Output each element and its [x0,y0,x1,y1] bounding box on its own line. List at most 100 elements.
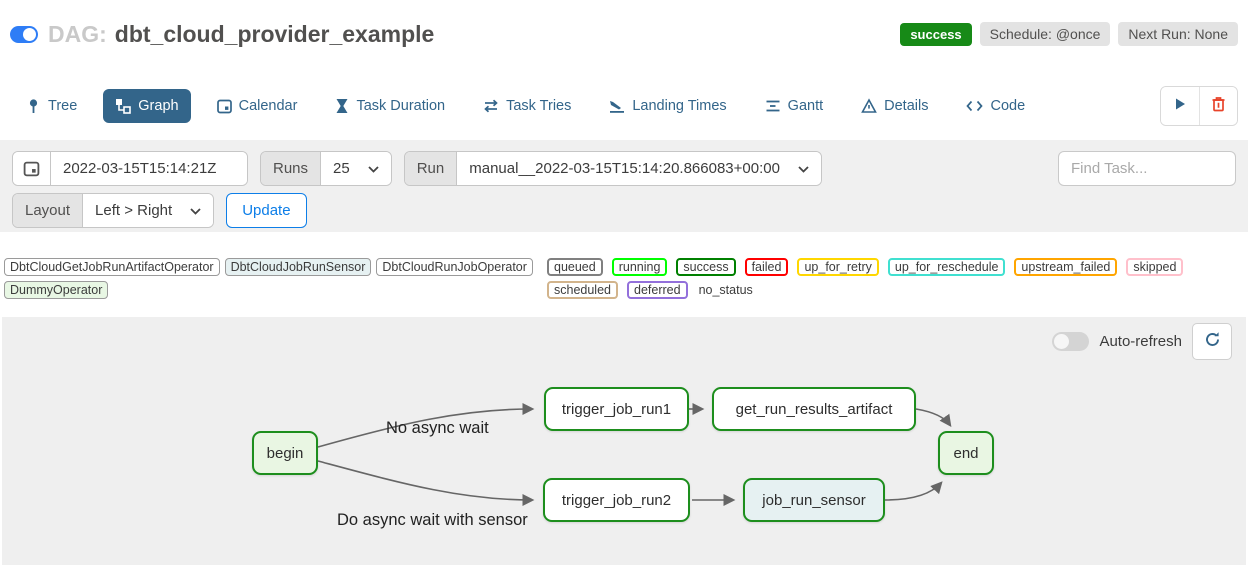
dag-header: DAG: dbt_cloud_provider_example success … [10,14,1238,54]
operator-pill: DbtCloudRunJobOperator [376,258,533,276]
tab-details[interactable]: Details [849,89,940,123]
refresh-icon [1204,331,1221,353]
edge-label-async-sensor: Do async wait with sensor [337,511,528,529]
tab-code[interactable]: Code [954,89,1037,123]
layout-select[interactable]: Left > Right [83,194,214,227]
view-tabs: Tree Graph Calendar Task Duration Task T… [14,86,1238,126]
tab-calendar[interactable]: Calendar [205,89,310,123]
legend: DbtCloudGetJobRunArtifactOperator DbtClo… [4,258,1244,299]
filter-row-1: Runs 25 Run manual__2022-03-15T15:14:20.… [12,151,1236,186]
toggle-knob [23,27,36,41]
details-icon [861,98,877,114]
chevron-down-icon [368,160,379,177]
tab-gantt[interactable]: Gantt [753,89,835,123]
gantt-icon [765,98,781,114]
run-label: Run [404,152,458,185]
runs-group: Runs 25 [260,151,392,186]
status-pill-success[interactable]: success [676,258,736,276]
tab-label: Landing Times [632,98,727,114]
edge-artifact-end [915,408,952,427]
status-pill-up-for-retry[interactable]: up_for_retry [797,258,879,276]
page-title: dbt_cloud_provider_example [114,20,435,47]
next-run-badge: Next Run: None [1118,22,1238,46]
operator-legend: DbtCloudGetJobRunArtifactOperator DbtClo… [4,258,547,299]
trash-icon [1211,96,1226,117]
operator-pill: DbtCloudJobRunSensor [224,258,372,276]
runs-count-value: 25 [333,160,350,177]
status-pill-deferred[interactable]: deferred [627,281,688,299]
dag-pause-toggle[interactable] [10,25,38,43]
find-task-input[interactable] [1058,151,1236,186]
layout-select-value: Left > Right [95,202,173,219]
plane-landing-icon [609,98,625,114]
runs-label: Runs [261,152,322,185]
execution-date-input[interactable] [51,152,247,185]
task-node-job-run-sensor[interactable]: job_run_sensor [743,478,885,522]
status-pill-up-for-reschedule[interactable]: up_for_reschedule [887,258,1006,276]
task-node-trigger-job-run2[interactable]: trigger_job_run2 [543,478,690,522]
tab-task-duration[interactable]: Task Duration [323,89,457,123]
tab-label: Code [990,98,1026,114]
edge-label-no-async: No async wait [386,419,489,437]
edge-begin-trigger2 [317,460,535,506]
layout-group: Layout Left > Right [12,193,215,228]
task-node-get-run-results-artifact[interactable]: get_run_results_artifact [712,387,916,431]
tab-label: Tree [48,98,78,114]
tab-tree[interactable]: Tree [14,89,89,123]
tab-graph[interactable]: Graph [103,89,191,123]
delete-dag-button[interactable] [1199,87,1237,125]
run-group: Run manual__2022-03-15T15:14:20.866083+0… [403,151,822,186]
runs-count-select[interactable]: 25 [321,152,391,185]
tab-landing-times[interactable]: Landing Times [597,89,738,123]
chevron-down-icon [798,160,809,177]
filter-bar: Runs 25 Run manual__2022-03-15T15:14:20.… [0,140,1248,232]
dag-action-buttons [1160,86,1238,126]
schedule-badge: Schedule: @once [979,22,1111,46]
dag-prefix-label: DAG: [48,20,107,47]
status-pill-running[interactable]: running [611,258,668,276]
layout-label: Layout [13,194,84,227]
status-pill-failed[interactable]: failed [744,258,789,276]
run-select[interactable]: manual__2022-03-15T15:14:20.866083+00:00 [457,152,821,185]
graph-canvas[interactable]: Auto-refresh No async wait Do async wait… [2,317,1246,565]
tab-label: Calendar [238,98,298,114]
header-badges: success Schedule: @once Next Run: None [900,22,1238,46]
toggle-knob [1054,334,1070,349]
execution-date-group [12,151,248,186]
graph-icon [115,98,132,114]
tab-task-tries[interactable]: Task Tries [471,89,583,123]
tree-icon [26,98,41,114]
code-icon [966,99,984,113]
play-icon [1173,97,1187,116]
status-pill-queued[interactable]: queued [547,258,603,276]
task-node-begin[interactable]: begin [252,431,318,475]
calendar-addon[interactable] [13,152,51,185]
refresh-cluster: Auto-refresh [1052,323,1232,360]
status-pill-scheduled[interactable]: scheduled [547,281,618,299]
update-button[interactable]: Update [226,193,307,228]
status-legend: queued running success failed up_for_ret… [547,258,1244,299]
status-pill-upstream-failed[interactable]: upstream_failed [1014,258,1118,276]
hourglass-icon [335,98,349,114]
tab-label: Task Duration [356,98,446,114]
edge-begin-trigger1 [317,403,535,448]
tab-label: Details [884,98,929,114]
chevron-down-icon [190,202,201,219]
auto-refresh-toggle[interactable] [1052,332,1090,351]
task-node-trigger-job-run1[interactable]: trigger_job_run1 [544,387,689,431]
dag-edges [317,403,952,506]
status-label-no-status: no_status [698,283,753,297]
edge-sensor-end [884,481,943,501]
tab-label: Graph [138,98,179,114]
repeat-icon [483,98,499,114]
task-node-end[interactable]: end [938,431,994,475]
filter-row-2: Layout Left > Right Update [12,193,1236,228]
tab-label: Gantt [787,98,824,114]
status-pill-skipped[interactable]: skipped [1126,258,1184,276]
operator-pill: DummyOperator [4,281,109,299]
calendar-icon [216,98,232,114]
run-select-value: manual__2022-03-15T15:14:20.866083+00:00 [469,160,780,177]
auto-refresh-label: Auto-refresh [1099,333,1182,350]
refresh-button[interactable] [1192,323,1232,360]
trigger-dag-button[interactable] [1161,87,1199,125]
